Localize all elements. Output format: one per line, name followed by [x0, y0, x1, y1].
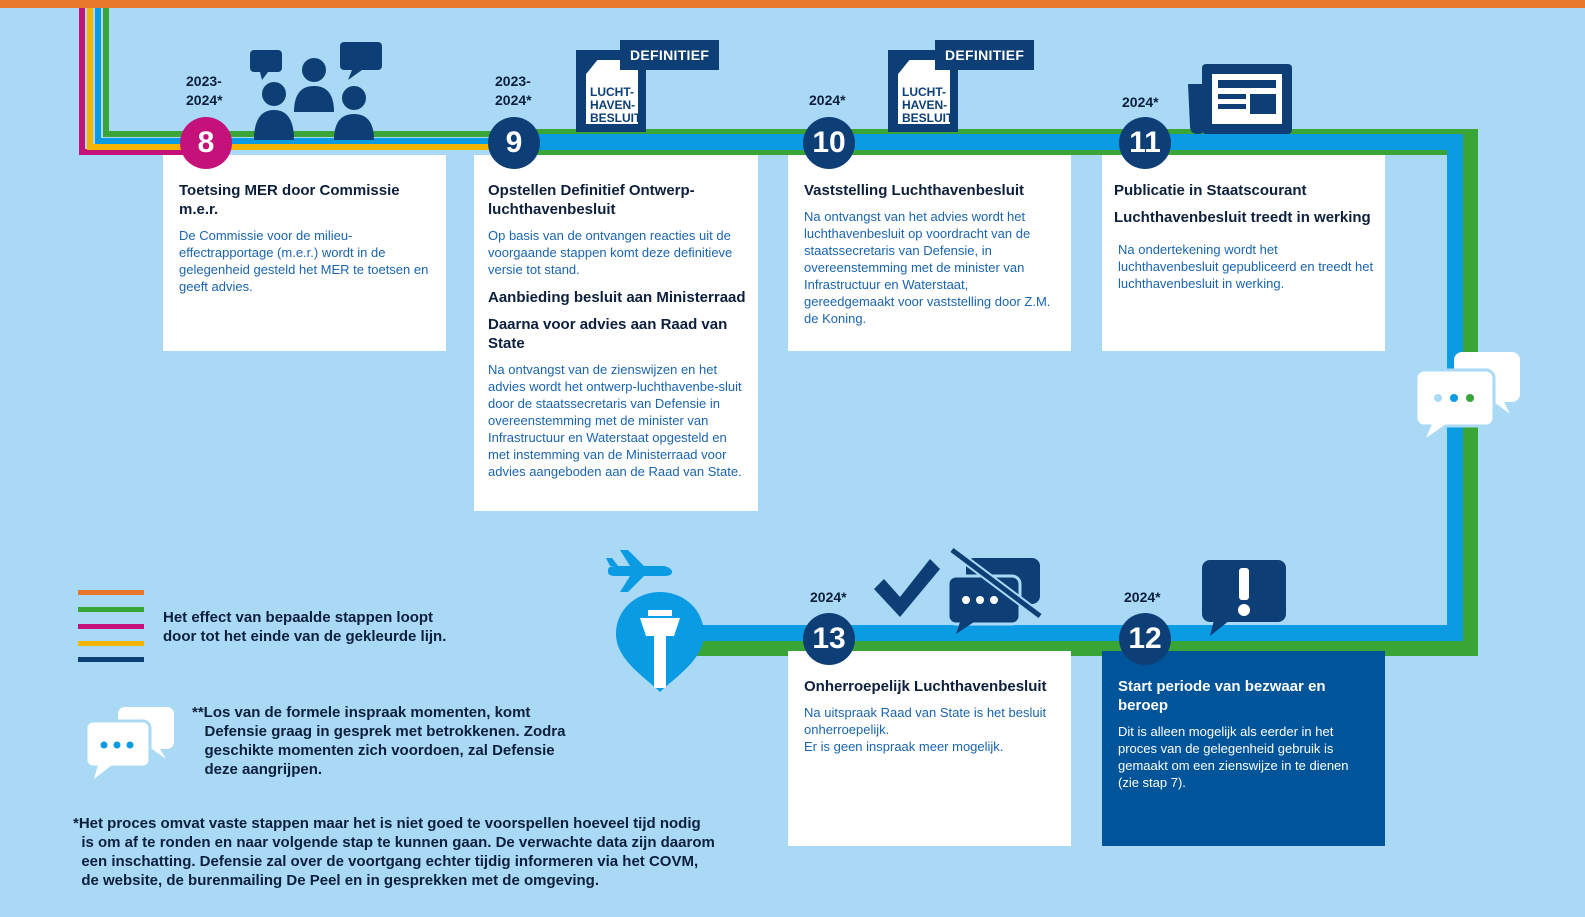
definitief-badge: DEFINITIEF [620, 40, 720, 70]
checkmark-icon [870, 555, 942, 626]
step-12-title: Start periode van bezwaar en beroep [1118, 678, 1326, 714]
step-10-number: 10 [803, 117, 855, 169]
step-9-subtitle: Aanbieding besluit aan Ministerraad [488, 289, 746, 306]
step-9-year: 2023- 2024* [495, 73, 532, 108]
step-8-title: Toetsing MER door Commissie m.e.r. [179, 182, 400, 218]
legend-text: Het effect van bepaalde stappen loopt do… [163, 609, 447, 645]
speech-bubbles-icon [84, 705, 176, 786]
speech-bubbles-icon [1414, 350, 1524, 447]
doc-label: LUCHT- HAVEN- BESLUIT [902, 85, 954, 125]
step-8-card: Toetsing MER door Commissie m.e.r. De Co… [163, 155, 446, 351]
exclamation-icon [1200, 558, 1288, 643]
control-tower-icon [614, 590, 706, 699]
no-speech-icon [944, 546, 1044, 641]
step-9-text: Op basis van de ontvangen reacties uit d… [488, 228, 733, 277]
doc-label: LUCHT- HAVEN- BESLUIT [590, 85, 642, 125]
step-11-number: 11 [1119, 117, 1171, 169]
step-10-year: 2024* [809, 92, 846, 108]
airplane-icon [604, 550, 674, 599]
step-13-title: Onherroepelijk Luchthavenbesluit [804, 678, 1047, 695]
step-10-card: Vaststelling Luchthavenbesluit Na ontvan… [788, 155, 1071, 351]
step-12-number: 12 [1119, 613, 1171, 665]
step-13-text: Na uitspraak Raad van State is het beslu… [804, 705, 1047, 754]
step-8-number: 8 [180, 117, 232, 169]
step-8-year: 2023- 2024* [186, 73, 223, 108]
step-13-number: 13 [803, 613, 855, 665]
step-12-year: 2024* [1124, 589, 1161, 605]
step-9-text-2: Na ontvangst van de zienswijzen en het a… [488, 362, 742, 479]
top-border [0, 0, 1585, 8]
step-12-text: Dit is alleen mogelijk als eerder in het… [1118, 724, 1349, 790]
legend-color-lines [78, 590, 144, 662]
people-speech-icon [248, 42, 388, 152]
step-12-card: Start periode van bezwaar en beroep Dit … [1102, 651, 1385, 846]
step-9-subtitle-2: Daarna voor advies aan Raad van State [488, 316, 728, 352]
step-8-text: De Commissie voor de milieu-effectrappor… [179, 228, 429, 294]
step-11-subtitle: Luchthavenbesluit treedt in werking [1114, 209, 1371, 226]
inspraak-note: **Los van de formele inspraak momenten, … [192, 704, 566, 778]
step-11-card: Publicatie in Staatscourant Luchthavenbe… [1102, 155, 1385, 351]
newspaper-icon [1186, 62, 1294, 141]
step-11-text: Na ondertekening wordt het luchthavenbes… [1118, 242, 1374, 291]
step-9-number: 9 [488, 117, 540, 169]
step-11-year: 2024* [1122, 94, 1159, 110]
document-icon: LUCHT- HAVEN- BESLUIT [888, 50, 958, 132]
step-9-title: Opstellen Definitief Ontwerp-luchthavenb… [488, 182, 695, 218]
step-13-year: 2024* [810, 589, 847, 605]
document-icon: LUCHT- HAVEN- BESLUIT [576, 50, 646, 132]
step-11-title: Publicatie in Staatscourant [1114, 182, 1307, 199]
proces-footnote: *Het proces omvat vaste stappen maar het… [73, 815, 715, 889]
definitief-badge: DEFINITIEF [935, 40, 1035, 70]
step-10-text: Na ontvangst van het advies wordt het lu… [804, 209, 1051, 326]
step-9-card: Opstellen Definitief Ontwerp-luchthavenb… [474, 155, 758, 511]
step-10-title: Vaststelling Luchthavenbesluit [804, 182, 1025, 199]
step-13-card: Onherroepelijk Luchthavenbesluit Na uits… [788, 651, 1071, 846]
